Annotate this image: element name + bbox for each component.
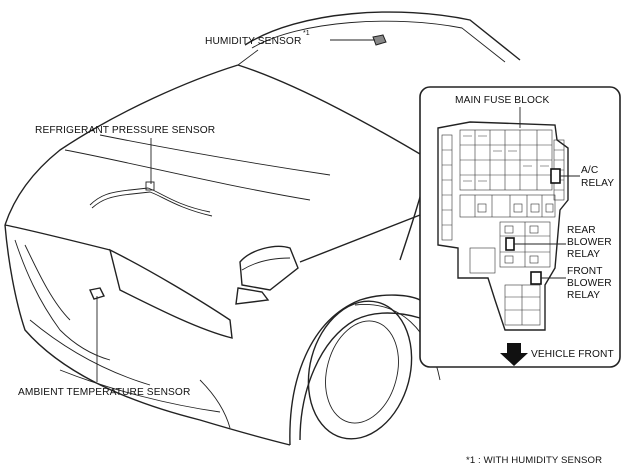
vehicle-front-label: VEHICLE FRONT [531, 349, 614, 360]
rear-blower-relay-label-line2: BLOWER [567, 237, 612, 248]
fuse-grid-lower [469, 221, 551, 326]
rear-blower-relay-marker [505, 237, 515, 251]
fuse-grid-top [459, 129, 553, 191]
ac-relay-marker [550, 168, 561, 184]
front-blower-relay-label-line3: RELAY [567, 290, 600, 301]
down-arrow-icon [500, 343, 528, 366]
front-blower-relay-label-line1: FRONT [567, 266, 603, 277]
front-blower-relay-label-line2: BLOWER [567, 278, 612, 289]
footnote: *1 : WITH HUMIDITY SENSOR [466, 455, 602, 466]
rear-blower-relay-label-line3: RELAY [567, 249, 600, 260]
humidity-sensor-label: HUMIDITY SENSOR [205, 36, 301, 47]
front-blower-relay-marker [530, 271, 542, 285]
leader-lines [96, 39, 375, 382]
rear-blower-relay-label-line1: REAR [567, 225, 596, 236]
ac-relay-label-line2: RELAY [581, 178, 614, 189]
humidity-note-mark: *1 [303, 30, 310, 37]
main-fuse-block-label: MAIN FUSE BLOCK [455, 95, 549, 106]
vehicle-illustration [4, 11, 521, 446]
ambient-temperature-sensor-label: AMBIENT TEMPERATURE SENSOR [18, 387, 190, 398]
refrigerant-pressure-sensor-label: REFRIGERANT PRESSURE SENSOR [35, 125, 215, 136]
ac-relay-label-line1: A/C [581, 165, 598, 176]
fuse-block-detail-panel: MAIN FUSE BLOCK [419, 86, 621, 368]
fuse-slots-left [441, 134, 453, 241]
fuse-grid-middle [459, 194, 556, 218]
